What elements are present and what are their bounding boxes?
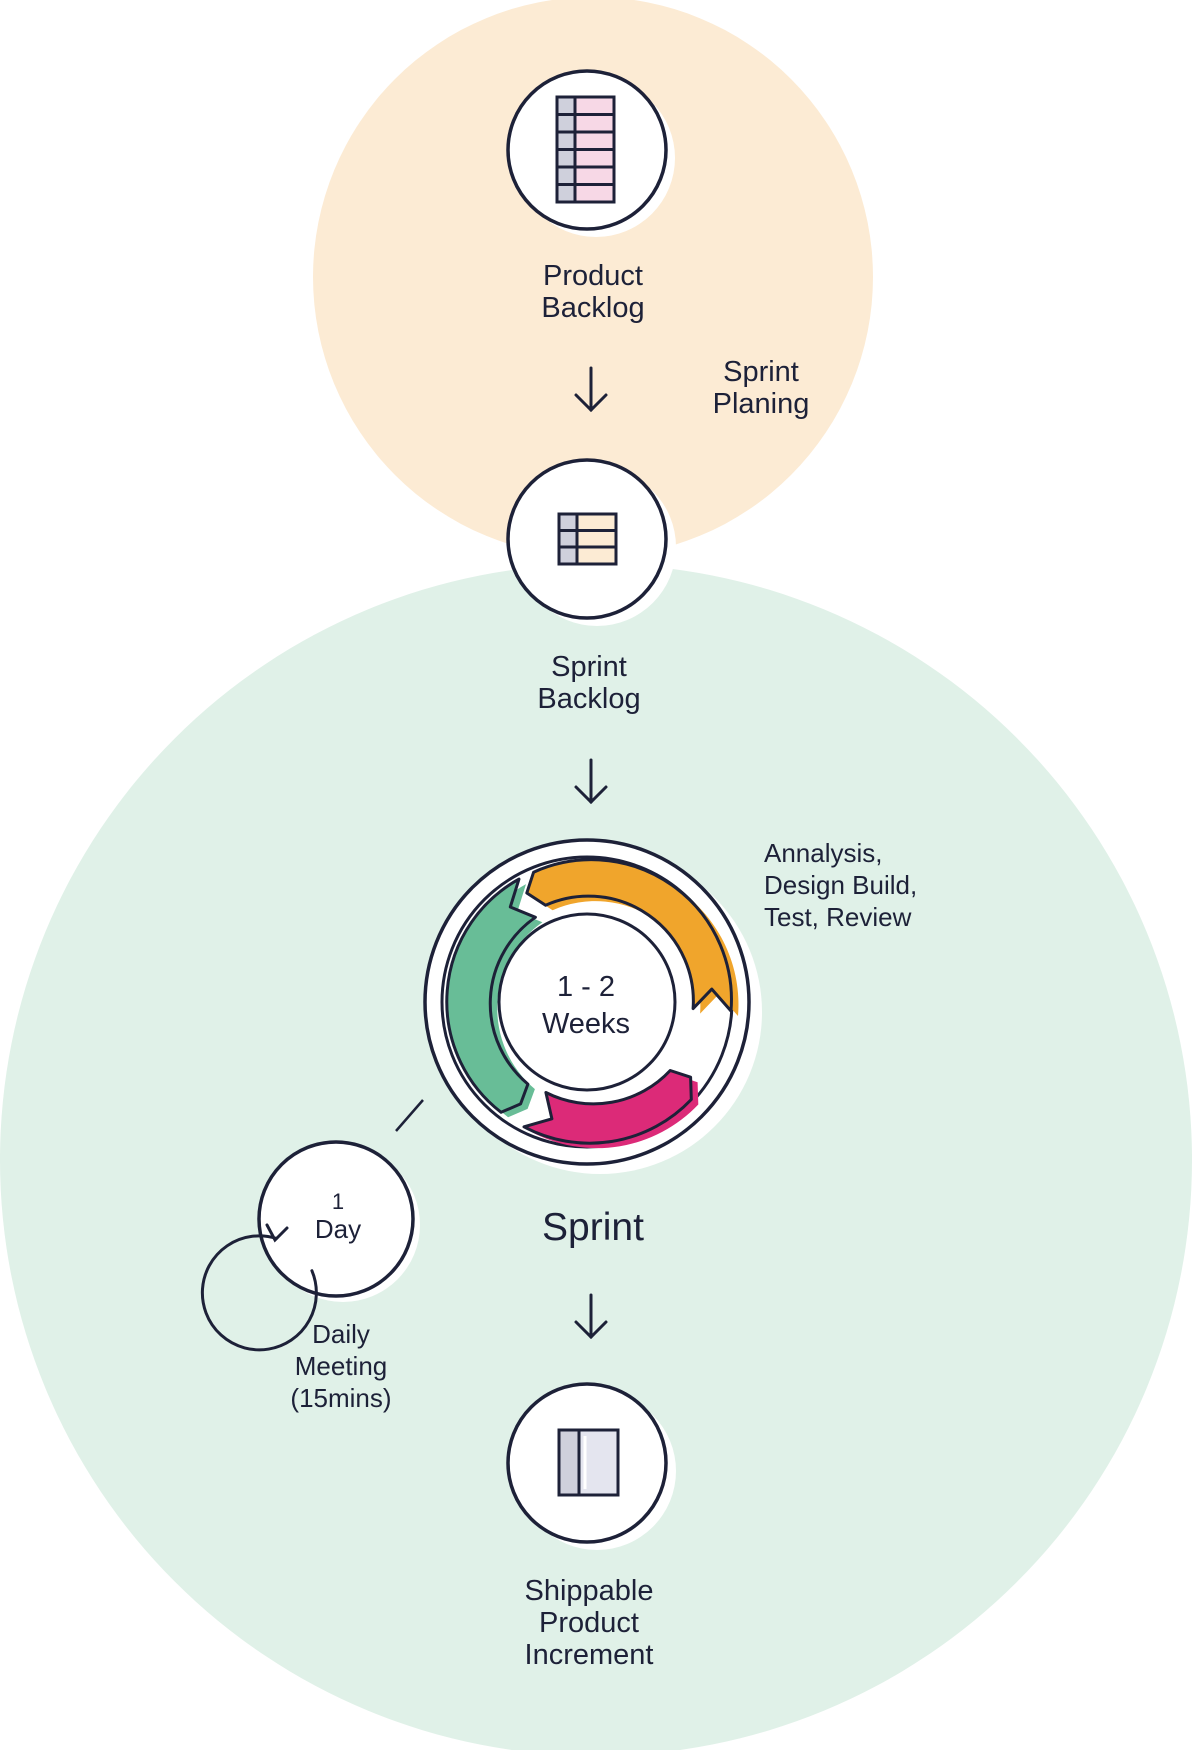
arrow-down-icon [574,758,608,805]
sprint-table-icon [557,512,618,566]
cycle-arrow-orange [525,858,733,1013]
daily-label-1: Daily [312,1319,370,1349]
node-ring [257,1140,415,1298]
sprint-planing-label-1: Sprint [723,356,799,388]
cycle-duration-1: 1 - 2 [557,971,615,1003]
daily-center-2: Day [315,1214,361,1244]
planning-zone [313,0,873,557]
increment-label-1: Shippable [525,1575,654,1607]
activities-label-1: Annalysis, [764,838,883,868]
product-backlog-label-1: Product [543,260,643,292]
daily-label-3: (15mins) [290,1383,391,1413]
activities-label-2: Design Build, [764,870,917,900]
sprint-backlog-label-1: Sprint [551,651,627,683]
cycle-arrow-green [445,877,537,1114]
daily-loop-icon [200,1223,318,1352]
daily-connector [395,1099,424,1132]
product-backlog-label-2: Backlog [541,292,644,324]
arrow-down-icon [574,1293,608,1340]
product-backlog-node [506,69,675,237]
cycle-center [497,912,677,1092]
sprint-title: Sprint [542,1206,644,1249]
backlog-table-icon [555,95,616,204]
increment-label-3: Increment [525,1639,654,1671]
activities-label-3: Test, Review [764,902,912,932]
sprint-backlog-label-2: Backlog [537,683,640,715]
sprint-planing-label-2: Planing [713,388,810,420]
sprint-backlog-node [506,458,676,626]
cycle-duration-2: Weeks [542,1008,630,1040]
increment-label-2: Product [539,1607,639,1639]
cycle-arrow-magenta [522,1069,693,1145]
daily-node: 1 Day [200,1140,420,1352]
increment-panel-icon [557,1428,620,1497]
arrow-down-icon [574,366,608,413]
increment-node [506,1382,676,1550]
sprint-cycle: 1 - 2 Weeks [423,838,762,1174]
daily-label-2: Meeting [295,1351,388,1381]
daily-center-1: 1 [332,1189,344,1214]
